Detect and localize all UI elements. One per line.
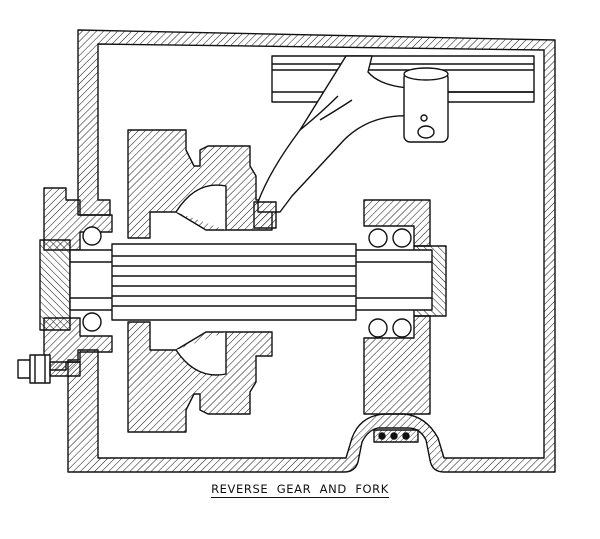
hex-bolt (17, 354, 81, 384)
caption-text: REVERSE GEAR AND FORK (211, 482, 389, 498)
housing-wall (67, 29, 556, 473)
selector-fork-arm (257, 55, 411, 213)
fork-collar (403, 67, 534, 143)
drawing-caption: REVERSE GEAR AND FORK (0, 482, 600, 498)
gear-groove (175, 184, 227, 230)
left-ball-bearing-top (82, 226, 102, 246)
right-ball-bearing-3 (368, 318, 388, 338)
reverse-gear-lower (127, 321, 273, 433)
left-end-plate (39, 239, 71, 331)
splined-shaft (69, 243, 433, 321)
right-ball-bearing-1 (368, 228, 388, 248)
drain-plug (373, 429, 419, 443)
fork-shoe (253, 201, 277, 229)
right-ball-bearing-2 (392, 228, 412, 248)
reverse-gear-upper (127, 129, 273, 239)
left-ball-bearing-bottom (82, 312, 102, 332)
right-ball-bearing-4 (392, 318, 412, 338)
